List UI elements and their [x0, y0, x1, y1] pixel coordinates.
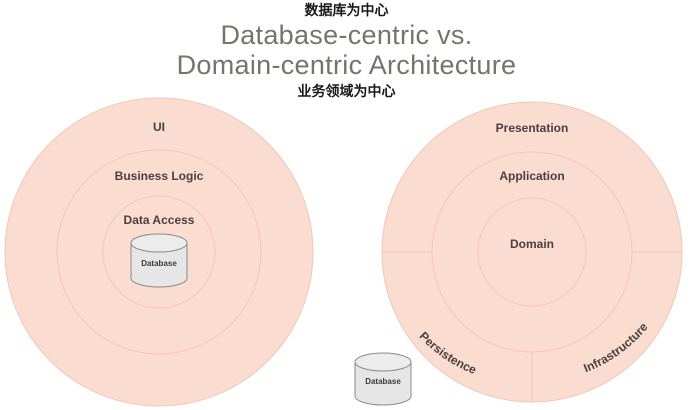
right-database-cylinder-icon: Database [354, 352, 412, 406]
right-architecture-circle: Presentation Application Domain Persiste… [381, 101, 683, 403]
left-outer-ring-border [4, 97, 314, 407]
left-layer-label-data-access: Data Access [124, 213, 195, 227]
left-inner-ring-border [102, 195, 216, 309]
right-layer-label-application: Application [499, 169, 564, 183]
left-layer-label-ui: UI [153, 120, 165, 134]
right-database-label: Database [365, 377, 401, 386]
left-middle-ring-border [56, 149, 262, 355]
right-layer-label-domain: Domain [510, 237, 554, 251]
right-outer-ring [382, 102, 682, 402]
left-architecture-circle: UI Business Logic Data Access Database [4, 97, 314, 407]
left-layer-label-business-logic: Business Logic [115, 169, 204, 183]
right-layer-label-presentation: Presentation [496, 121, 569, 135]
right-inner-ring-border [477, 197, 587, 307]
left-database-cylinder-icon: Database [130, 233, 188, 288]
left-database-label: Database [141, 259, 177, 268]
